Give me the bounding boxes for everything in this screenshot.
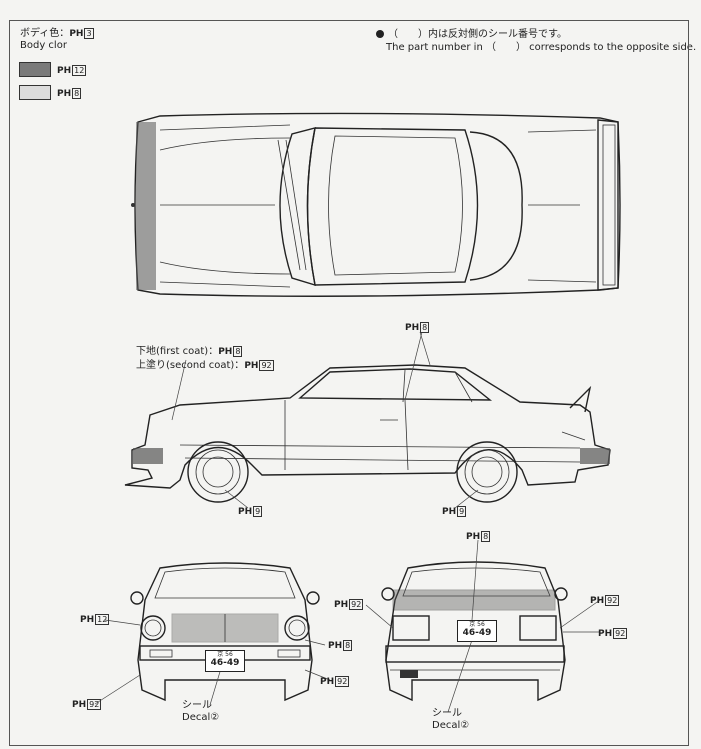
front-decal-label: シール Decal② <box>182 700 220 723</box>
swatch-light <box>19 85 51 100</box>
note-jp: （ ）内は反対側のシール番号です。 <box>376 29 567 41</box>
rear-decal-label: シール Decal② <box>432 708 470 731</box>
body-color-label-en: Body clor <box>20 40 67 51</box>
rear-license-plate: 京 56 46-49 <box>457 620 497 642</box>
note-en: The part number in （ ） corresponds to th… <box>386 42 697 53</box>
car-front-view <box>130 562 320 702</box>
car-side-view <box>124 364 611 503</box>
leader-lines <box>94 331 601 713</box>
car-top-view <box>131 112 621 297</box>
front-license-plate: 京 56 46-49 <box>205 650 245 672</box>
drawing-frame <box>9 20 689 746</box>
bullet-icon <box>376 30 384 38</box>
swatch-dark <box>19 62 51 77</box>
